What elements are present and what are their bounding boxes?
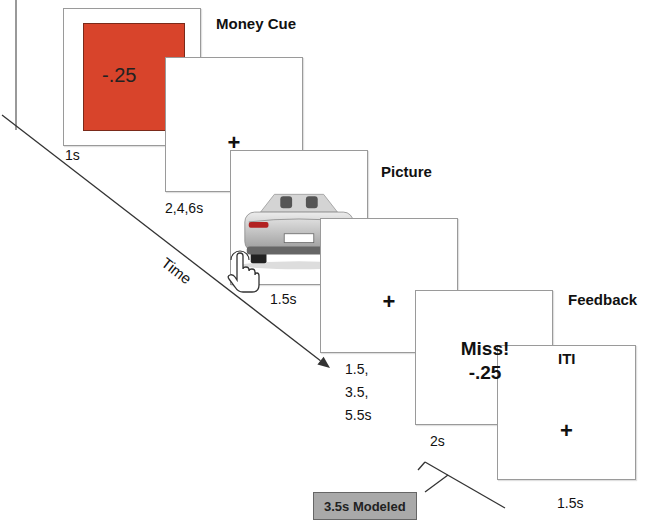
bracket-tick [418,462,425,470]
iti-screen: ITI + [497,345,636,480]
feedback-text: Miss! -.25 [454,337,516,385]
bracket-line [425,462,505,508]
text-holder: -.25 [102,64,136,87]
screen-heading: Picture [381,163,432,180]
text-holder: Feedback [568,291,637,309]
text-holder: ITI [558,350,576,368]
fixation-cross: + [383,289,396,315]
text-holder: + [498,418,635,444]
fixation-cross: + [560,418,573,444]
label-holder: 1.5s [557,494,583,512]
text-holder: Money Cue [216,15,296,33]
text-holder: Miss! -.25 [454,337,516,385]
separator-line [15,0,16,130]
label-holder: 2,4,6s [165,199,203,217]
modeled-box: 3.5s Modeled [313,492,417,520]
label-holder: 1.5s [270,290,296,308]
duration-label: 1.5, 3.5, 5.5s [345,358,385,427]
screen-heading: ITI [558,350,576,367]
label-holder: 1s [65,146,80,164]
screen-heading: Feedback [568,291,637,308]
cue-amount: -.25 [102,64,136,87]
bracket-stem [425,475,448,492]
time-axis-label: Time [158,253,194,286]
fixation-cross: + [228,130,241,156]
duration-label: 1s [65,147,80,163]
duration-label: 2s [430,433,445,449]
duration-label: 1.5s [557,495,583,511]
hand-press-icon [225,251,261,295]
text-holder: Picture [381,163,432,181]
time-arrowhead [317,357,330,368]
duration-label: 1.5s [270,291,296,307]
label-holder: 1.5, 3.5, 5.5s [345,358,385,427]
label-holder: 2s [430,432,445,450]
duration-label: 2,4,6s [165,200,203,216]
screen-heading: Money Cue [216,15,296,32]
modeled-text: 3.5s Modeled [324,499,406,514]
